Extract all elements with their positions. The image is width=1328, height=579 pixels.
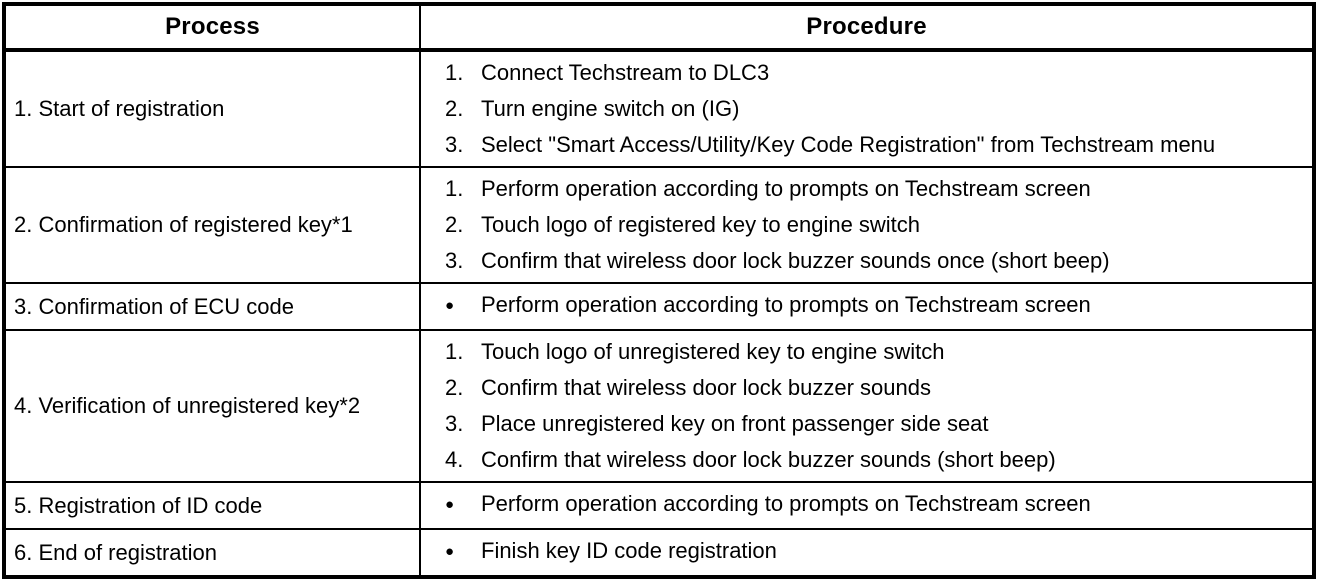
procedure-step: 3. Confirm that wireless door lock buzzer… [445, 243, 1308, 279]
step-number: 2. [445, 375, 464, 400]
procedure-step: 2. Confirm that wireless door lock buzzer… [445, 370, 1308, 406]
procedure-cell: 1. Perform operation according to prompts… [419, 166, 1315, 284]
table-row: 6. End of registration ● Finish key ID cod… [3, 528, 1315, 578]
procedure-step: 1. Touch logo of unregistered key to engi… [445, 334, 1308, 370]
bullet-icon: ● [445, 543, 455, 560]
procedure-cell: ● Finish key ID code registration [419, 528, 1315, 578]
process-cell: 5. Registration of ID code [3, 481, 421, 530]
step-text: Turn engine switch on (IG) [481, 96, 740, 121]
process-cell: 3. Confirmation of ECU code [3, 282, 421, 331]
step-text: Perform operation according to prompts o… [481, 491, 1091, 516]
procedure-step: 2. Turn engine switch on (IG) [445, 91, 1308, 127]
table-row: 3. Confirmation of ECU code ● Perform oper… [3, 282, 1315, 331]
step-number: 2. [445, 96, 464, 121]
step-number: 3. [445, 248, 464, 273]
procedure-cell: 1. Touch logo of unregistered key to engi… [419, 329, 1315, 483]
process-cell: 2. Confirmation of registered key*1 [3, 166, 421, 284]
step-text: Perform operation according to prompts o… [481, 292, 1091, 317]
step-text: Touch logo of unregistered key to engine… [481, 339, 945, 364]
table-row: 4. Verification of unregistered key*2 1. T… [3, 329, 1315, 483]
step-number: 2. [445, 212, 464, 237]
column-header-procedure: Procedure [419, 3, 1315, 52]
procedure-step: 2. Touch logo of registered key to engine… [445, 207, 1308, 243]
process-cell: 1. Start of registration [3, 49, 421, 168]
table-body: 1. Start of registration 1. Connect Techst… [3, 49, 1315, 578]
step-number: 3. [445, 132, 464, 157]
procedure-step: 3. Place unregistered key on front passen… [445, 406, 1308, 442]
table-row: 1. Start of registration 1. Connect Techst… [3, 49, 1315, 168]
procedure-cell: ● Perform operation according to prompts … [419, 481, 1315, 530]
procedure-step: 1. Connect Techstream to DLC3 [445, 55, 1308, 91]
procedure-step: 4. Confirm that wireless door lock buzzer… [445, 442, 1308, 478]
table-row: 5. Registration of ID code ● Perform opera… [3, 481, 1315, 530]
step-text: Finish key ID code registration [481, 538, 777, 563]
column-header-process: Process [3, 3, 421, 52]
step-number: 4. [445, 447, 464, 472]
step-text: Place unregistered key on front passenge… [481, 411, 989, 436]
procedure-step: ● Perform operation according to prompts … [445, 287, 1308, 326]
table-header: Process Procedure [3, 3, 1315, 52]
step-number: 1. [445, 60, 464, 85]
process-cell: 4. Verification of unregistered key*2 [3, 329, 421, 483]
bullet-icon: ● [445, 297, 455, 314]
procedure-step: ● Finish key ID code registration [445, 533, 1308, 572]
process-cell: 6. End of registration [3, 528, 421, 578]
step-number: 3. [445, 411, 464, 436]
step-text: Select "Smart Access/Utility/Key Code Re… [481, 132, 1216, 157]
step-text: Confirm that wireless door lock buzzer s… [481, 248, 1110, 273]
step-text: Confirm that wireless door lock buzzer s… [481, 447, 1056, 472]
step-text: Perform operation according to prompts o… [481, 176, 1091, 201]
table-row: 2. Confirmation of registered key*1 1. Per… [3, 166, 1315, 284]
procedure-step: 1. Perform operation according to prompts… [445, 171, 1308, 207]
procedure-step: ● Perform operation according to prompts … [445, 486, 1308, 525]
step-text: Confirm that wireless door lock buzzer s… [481, 375, 931, 400]
step-number: 1. [445, 176, 464, 201]
bullet-icon: ● [445, 496, 455, 513]
step-text: Connect Techstream to DLC3 [481, 60, 770, 85]
procedure-step: 3. Select "Smart Access/Utility/Key Code … [445, 127, 1308, 163]
step-number: 1. [445, 339, 464, 364]
step-text: Touch logo of registered key to engine s… [481, 212, 921, 237]
procedure-cell: ● Perform operation according to prompts … [419, 282, 1315, 331]
procedure-cell: 1. Connect Techstream to DLC3 2. Turn engin… [419, 49, 1315, 168]
header-row: Process Procedure [3, 3, 1315, 52]
